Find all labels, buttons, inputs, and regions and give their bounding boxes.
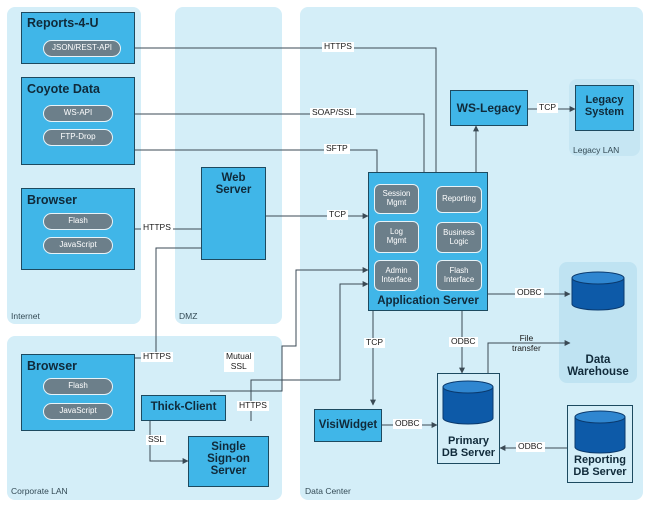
thick-client-title: Thick-Client [150,401,217,413]
application-server-box[interactable]: Session Mgmt Reporting Log Mgmt Business… [368,172,488,311]
javascript-pill[interactable]: JavaScript [43,403,113,420]
label-tcp-legacy: TCP [537,102,558,113]
zone-corporate-lan-label: Corporate LAN [11,486,68,496]
legacy-system-box[interactable]: Legacy System [575,85,634,131]
label-sftp: SFTP [324,143,350,154]
primary-db-server-box[interactable]: Primary DB Server [437,373,500,464]
zone-dmz-label: DMZ [179,311,198,321]
sso-server-box[interactable]: Single Sign-on Server [188,436,269,487]
label-https-reports: HTTPS [322,41,354,52]
browser-corporate-title: Browser [27,359,78,373]
label-mutual-ssl: Mutual SSL [224,351,254,372]
flash-pill[interactable]: Flash [43,213,113,230]
label-https-corp: HTTPS [141,351,173,362]
reporting-module[interactable]: Reporting [436,186,482,213]
label-odbc-primary: ODBC [449,336,478,347]
browser-internet-title: Browser [27,193,78,207]
thick-client-box[interactable]: Thick-Client [141,395,226,421]
reports-4-u-box[interactable]: Reports-4-U JSON/REST-API [21,12,135,64]
primary-db-server-title: Primary DB Server [441,435,496,459]
web-server-box[interactable]: Web Server [201,167,266,260]
browser-corporate-box[interactable]: Browser Flash JavaScript [21,354,135,431]
label-odbc-reporting: ODBC [516,441,545,452]
zone-internet-label: Internet [11,311,40,321]
visiwidget-title: VisiWidget [318,419,378,431]
javascript-pill[interactable]: JavaScript [43,237,113,254]
data-warehouse-title: Data Warehouse [567,354,629,379]
ftp-drop-pill[interactable]: FTP-Drop [43,129,113,146]
sso-server-title: Single Sign-on Server [207,441,250,478]
web-server-title: Web Server [215,172,252,196]
label-tcp-web-app: TCP [327,209,348,220]
ws-api-pill[interactable]: WS-API [43,105,113,122]
session-mgmt-module[interactable]: Session Mgmt [374,184,419,214]
json-rest-api-pill[interactable]: JSON/REST-API [43,40,121,57]
zone-legacy-lan-label: Legacy LAN [573,145,620,155]
flash-interface-module[interactable]: Flash Interface [436,260,482,291]
visiwidget-box[interactable]: VisiWidget [314,409,382,442]
label-odbc-warehouse: ODBC [515,287,544,298]
label-odbc-visi: ODBC [393,418,422,429]
zone-data-center-label: Data Center [305,486,351,496]
browser-internet-box[interactable]: Browser Flash JavaScript [21,188,135,270]
ws-legacy-box[interactable]: WS-Legacy [450,90,528,126]
application-server-title: Application Server [377,295,479,307]
legacy-system-title: Legacy System [584,94,625,118]
label-https-thick: HTTPS [237,400,269,411]
log-mgmt-module[interactable]: Log Mgmt [374,221,419,253]
business-logic-module[interactable]: Business Logic [436,222,482,253]
flash-pill[interactable]: Flash [43,378,113,395]
admin-interface-module[interactable]: Admin Interface [374,260,419,291]
reporting-db-server-title: Reporting DB Server [573,454,627,478]
reports-4-u-title: Reports-4-U [27,16,99,30]
label-soap-ssl: SOAP/SSL [310,107,357,118]
coyote-data-box[interactable]: Coyote Data WS-API FTP-Drop [21,77,135,165]
reporting-db-server-box[interactable]: Reporting DB Server [567,405,633,483]
label-file-transfer: File transfer [512,333,541,353]
label-ssl: SSL [146,434,167,445]
coyote-data-title: Coyote Data [27,82,100,96]
label-https-browser-web: HTTPS [141,222,173,233]
zone-dmz [175,7,282,324]
ws-legacy-title: WS-Legacy [456,101,522,115]
label-tcp-visi: TCP [364,337,385,348]
